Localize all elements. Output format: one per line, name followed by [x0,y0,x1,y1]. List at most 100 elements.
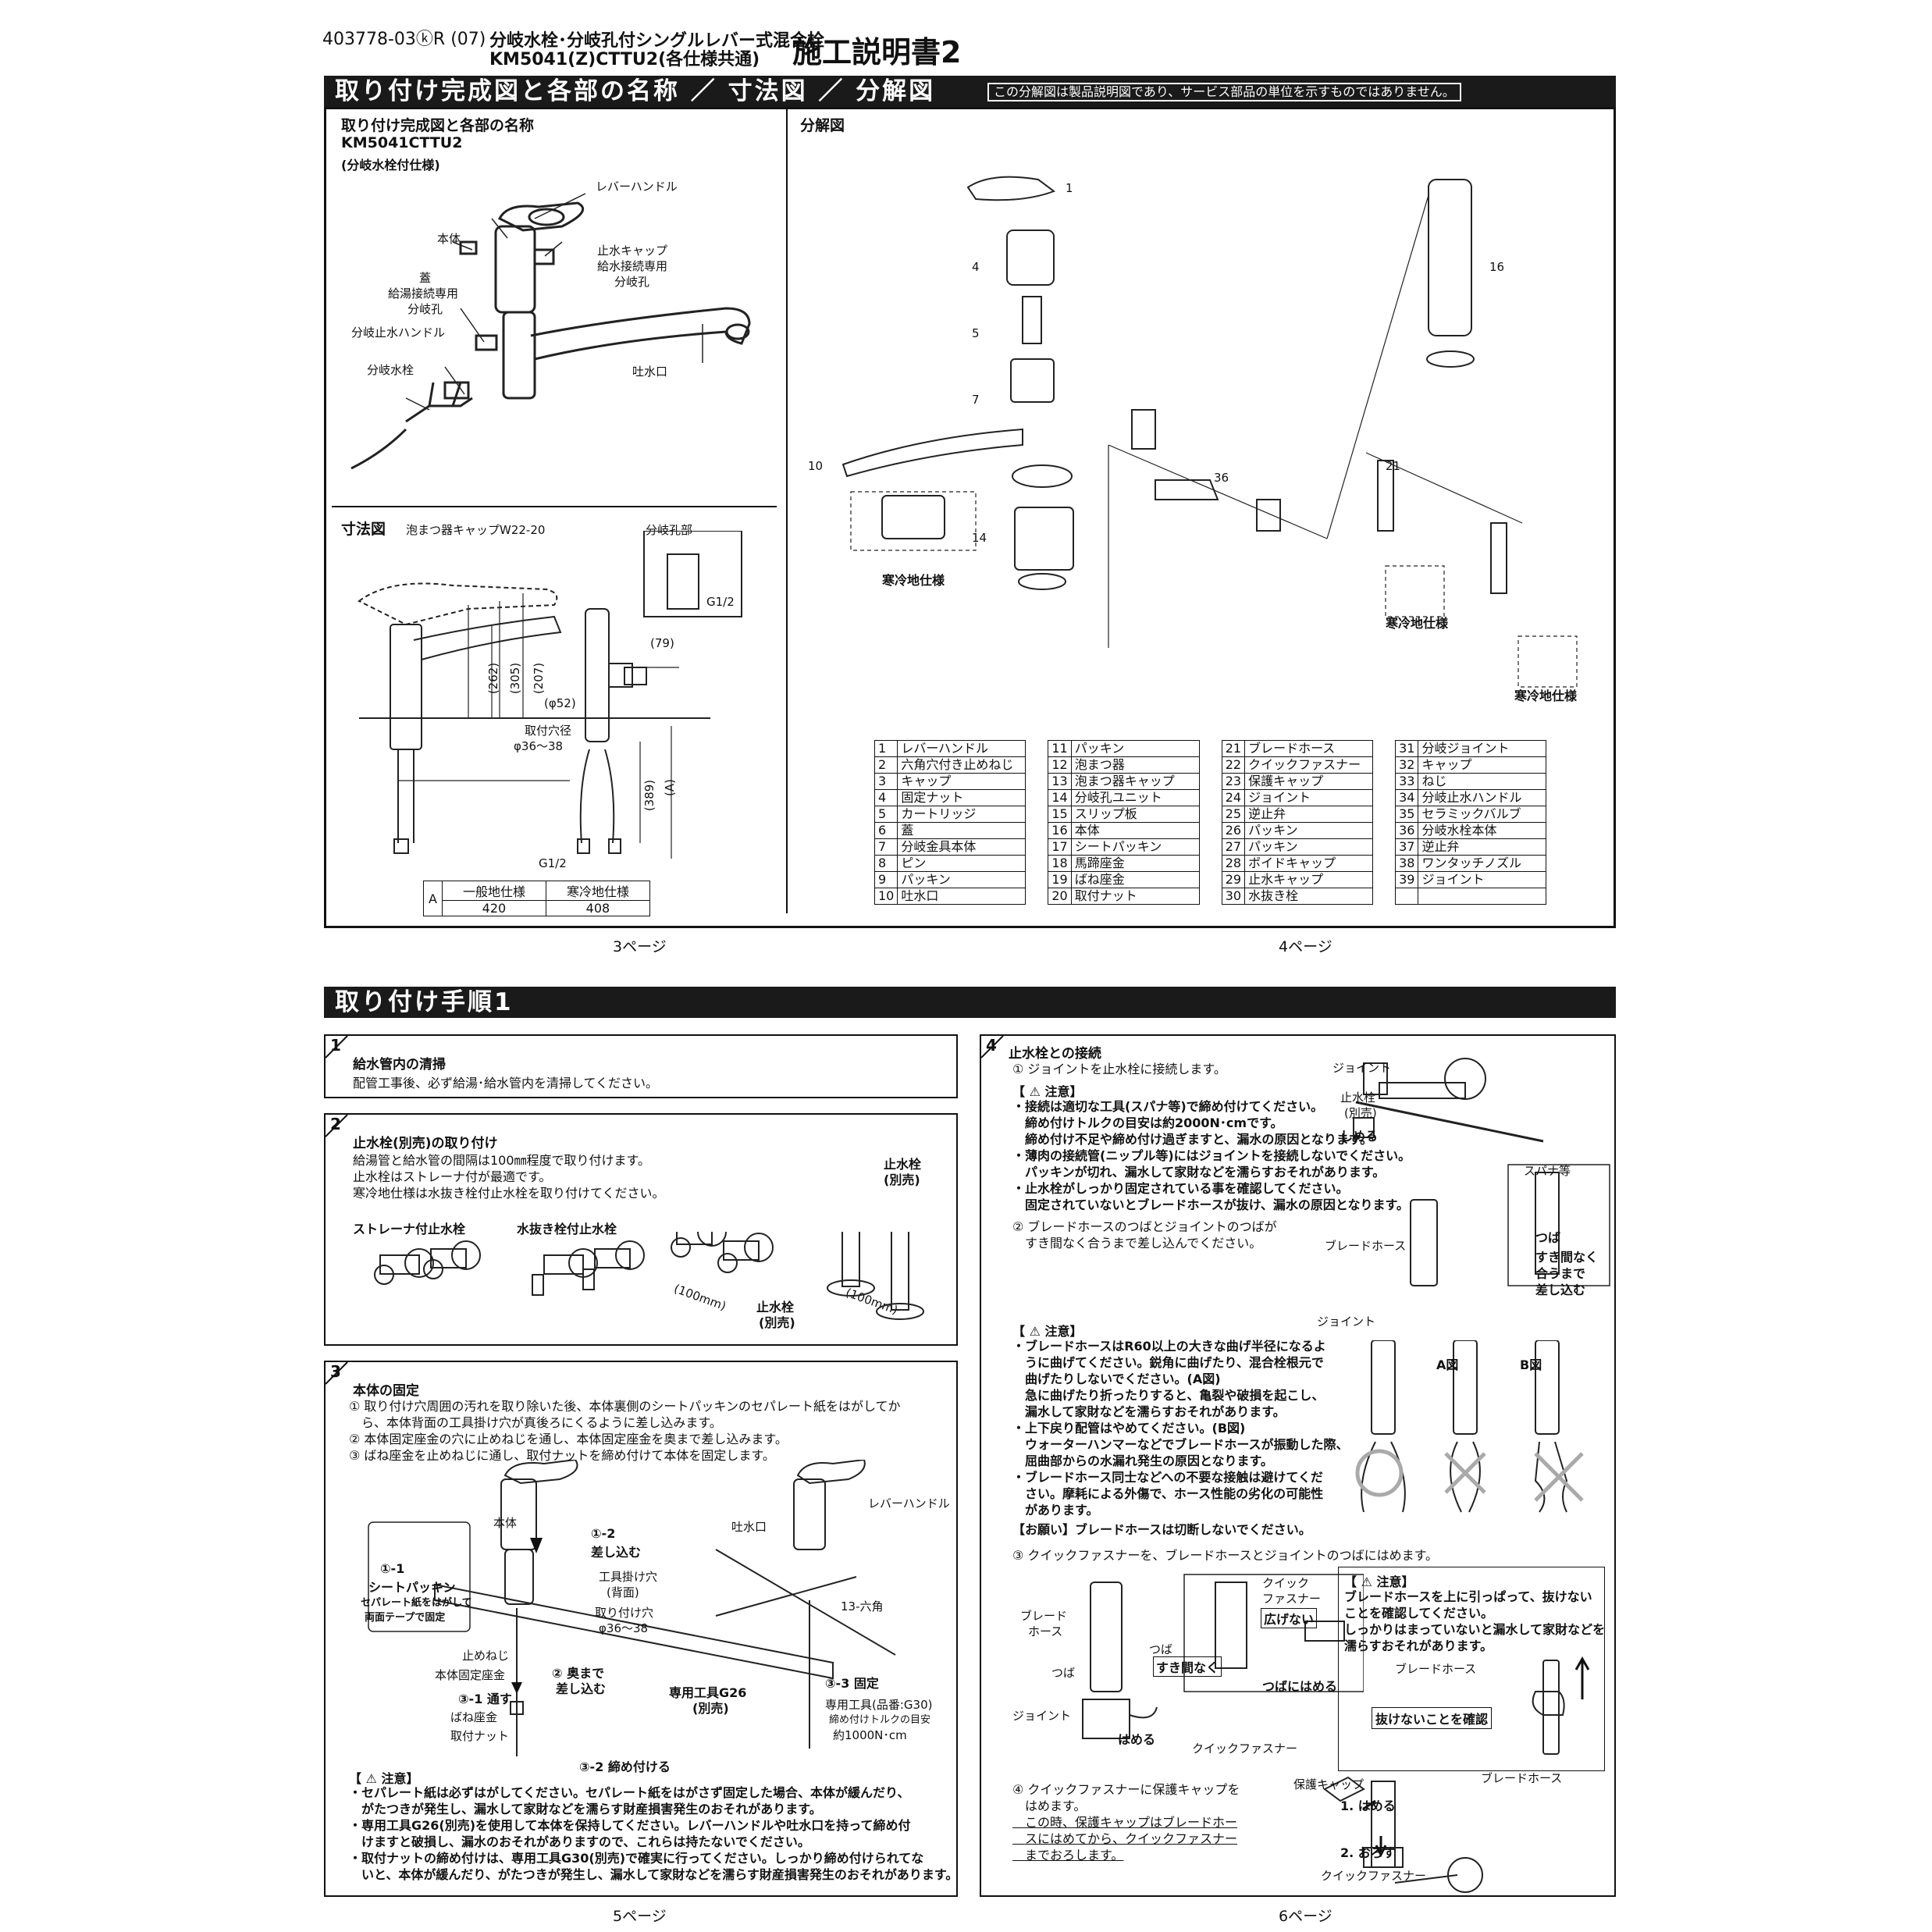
part-name: キャップ [1418,756,1547,774]
s3-label-tape: 両面テープで固定 [365,1612,446,1624]
part-name: スリップ板 [1070,806,1200,823]
part-number: 27 [1221,838,1246,856]
step-4-line-4-1: はめます。 [1012,1799,1087,1813]
step-2-number: 2 [330,1115,341,1133]
s3-label-3-1: ③-1 通す [458,1692,512,1706]
part-number: 38 [1395,855,1419,872]
part-number: 31 [1395,740,1419,757]
dimension-drawing [358,531,742,859]
step-4-caution-title-1: 【 ⚠ 注意】 [1012,1084,1083,1099]
s3-label-mount-dia: φ36～38 [599,1621,649,1635]
step-4-line-2b: すき間なく合うまで差し込んでください。 [1012,1236,1262,1251]
step-2-line-3: 寒冷地仕様は水抜き栓付止水栓を取り付けてください。 [353,1186,665,1201]
parts-spacer [1373,823,1396,839]
step-3-caution-5: ・取付ナットの締め付けは、専用工具G30(別売)で確実に行ってください。しっかり… [349,1851,924,1866]
step-1-number: 1 [330,1036,341,1055]
part-number: 1 [873,740,898,757]
label-lever-handle: レバーハンドル [596,180,678,194]
step-2-line-2: 止水栓はストレーナ付が最適です。 [353,1169,552,1184]
part-number: 16 [1048,822,1072,839]
label-stop-valve-2-sub: (別売) [759,1315,795,1330]
s3-label-mount-hole: 取り付け穴 [595,1606,654,1620]
part-name: 分岐水栓本体 [1418,822,1547,839]
parts-spacer [1199,823,1222,839]
label-hot-only: 給湯接続専用 [388,286,459,301]
dim-207: (207) [532,662,546,695]
s3-label-spring-washer: ばね座金 [450,1710,498,1724]
parts-spacer [1373,856,1396,872]
s3-label-torque-value: 約1000N･cm [833,1728,907,1742]
s4-caution2-5: ・上下戻り配管はやめてください。(B図) [1012,1421,1246,1436]
part-name: 保護キャップ [1244,773,1374,790]
label-stop-valve-2: 止水栓 [756,1300,795,1315]
caution-3-box [1338,1567,1605,1771]
s3-label-1-1: ①-1 [380,1561,405,1576]
part-number: 11 [1048,740,1072,757]
part-callout-10: 10 [808,459,824,473]
part-name: クイックファスナー [1244,756,1374,774]
s4c-protective-cap: 保護キャップ [1293,1777,1364,1791]
part-callout-5: 5 [972,326,980,340]
step-4-heading: 止水栓との接続 [1009,1046,1101,1062]
part-number: 2 [873,756,898,774]
parts-spacer [1026,856,1048,872]
dim-table-h1: 一般地仕様 [441,881,546,901]
quick-fastener-drawing [1082,1574,1364,1739]
s4-stop-valve-sub: (別売) [1344,1106,1377,1120]
s4-caution2-3: 急に曲げたり折ったりすると、亀裂や破損を起こし、 [1012,1388,1325,1403]
label-strainer-valve: ストレーナ付止水栓 [353,1222,466,1236]
s4q-flange: つば [1051,1666,1076,1680]
step-4-line-4-2: この時、保護キャップはブレードホー [1012,1815,1238,1830]
s3-label-mount-nut: 取付ナット [450,1729,510,1743]
s4-caution2-7: 屈曲部からの水漏れ発生の原因となります。 [1012,1453,1273,1468]
s4-caution1-4: パッキンが切れ、漏水して家財などを濡らすおそれがあります。 [1012,1165,1386,1179]
parts-spacer [1199,856,1222,872]
s4q-fit-flange: つばにはめる [1262,1679,1338,1694]
step-4-line-4-3: スにはめてから、クイックファスナー [1012,1831,1238,1846]
s3-label-tool-g26: 専用工具G26 [669,1685,747,1700]
part-number: 17 [1048,838,1072,856]
caution-3-line-2: しっかりはまっていないと漏水して家財などを [1344,1622,1606,1637]
part-number: 10 [873,888,898,905]
part-name: ねじ [1418,773,1547,790]
part-name: 分岐孔ユニット [1070,789,1200,806]
step-4-box: 4 止水栓との接続 ① ジョイントを止水栓に接続します。 【 ⚠ 注意】 ・接続… [980,1034,1616,1897]
s3-label-insert: 差し込む [591,1545,642,1560]
s4-caution1-3: ・薄肉の接続管(ニップル等)にはジョイントを接続しないでください。 [1012,1148,1411,1163]
part-number: 23 [1221,773,1246,790]
part-number: 24 [1221,789,1246,806]
part-number: 28 [1221,855,1246,872]
caution-3-hose: ブレードホース [1395,1662,1477,1676]
parts-spacer [1026,872,1048,888]
s3-label-peel: セパレート紙をはがして [361,1597,472,1609]
part-name: キャップ [897,773,1026,790]
s4-tighten: しめる [1340,1129,1379,1144]
part-name: パッキン [897,871,1026,888]
part-callout-16: 16 [1489,260,1505,274]
part-number: 14 [1048,789,1072,806]
dimension-a-table: A 一般地仕様 寒冷地仕様 420 408 [423,881,650,916]
assembled-heading: 取り付け完成図と各部の名称 [341,117,535,134]
parts-spacer [1373,790,1396,806]
branch-part-label: 分岐孔部 [646,523,693,537]
part-number: 39 [1395,871,1419,888]
s4q-joint: ジョイント [1012,1709,1072,1723]
part-name: カートリッジ [897,806,1026,823]
step-4-caution-title-2: 【 ⚠ 注意】 [1012,1324,1083,1339]
part-name: パッキン [1070,740,1200,757]
parts-spacer [1199,757,1222,774]
part-name: 分岐ジョイント [1418,740,1547,757]
divider-horizontal [332,506,777,507]
part-name: セラミックバルブ [1418,806,1547,823]
step-3-line-3: ② 本体固定座金の穴に止めねじを通し、本体固定座金を奥まで差し込みます。 [349,1432,788,1446]
part-callout-14: 14 [972,531,987,545]
part-callout-7: 7 [972,393,980,407]
part-name: シートパッキン [1070,838,1200,856]
label-stop-valve: 止水栓 [884,1157,922,1172]
cold-label-2: 寒冷地仕様 [1386,616,1449,631]
step-4-line-1: ① ジョイントを止水栓に接続します。 [1012,1062,1226,1076]
